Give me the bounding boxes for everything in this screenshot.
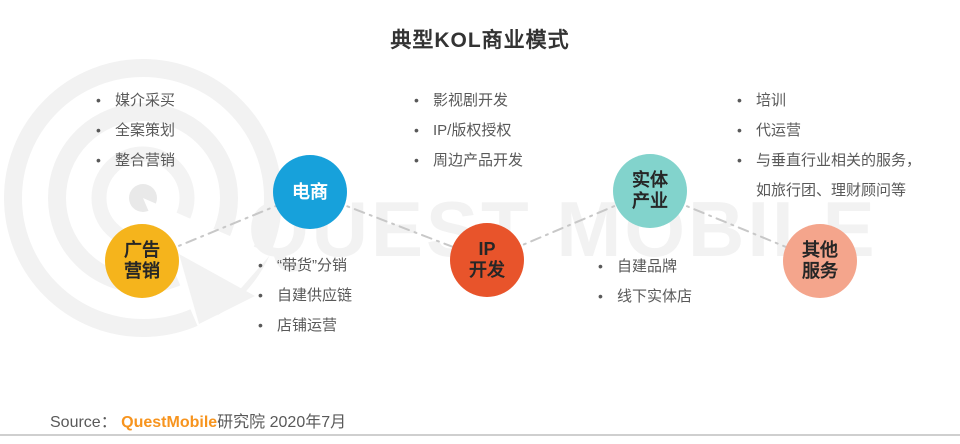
node-label: 其他 服务 [802,240,838,281]
list-item: IP/版权授权 [414,121,523,140]
list-item: 整合营销 [96,151,175,170]
list-item: 店铺运营 [258,316,352,335]
list-item: 线下实体店 [598,287,692,306]
list-other-services: 培训 代运营 与垂直行业相关的服务， 如旅行团、理财顾问等 [737,91,921,212]
node-label: 实体 产业 [632,170,668,211]
source-line: Source： QuestMobile研究院 2020年7月 [50,408,346,432]
source-rest: 研究院 2020年7月 [217,414,347,431]
node-ip-development: IP 开发 [450,223,524,297]
list-item: 自建品牌 [598,257,692,276]
bottom-divider [0,434,960,436]
list-item: 影视剧开发 [414,91,523,110]
page-title: 典型KOL商业模式 [390,29,570,52]
list-item: 全案策划 [96,121,175,140]
list-item: 周边产品开发 [414,151,523,170]
list-item: 媒介采买 [96,91,175,110]
list-item: 代运营 [737,121,921,140]
list-ad-marketing: 媒介采买 全案策划 整合营销 [96,91,175,182]
node-label: 广告 营销 [124,240,160,281]
node-physical-industry: 实体 产业 [613,154,687,228]
node-label: IP 开发 [469,239,505,280]
list-item: “带货”分销 [258,256,352,275]
list-ip-development: 影视剧开发 IP/版权授权 周边产品开发 [414,91,523,182]
source-brand: QuestMobile [121,414,218,431]
node-other-services: 其他 服务 [783,224,857,298]
list-ecommerce: “带货”分销 自建供应链 店铺运营 [258,256,352,347]
list-item: 与垂直行业相关的服务， [737,151,921,170]
node-ecommerce: 电商 [273,155,347,229]
list-item-continuation: 如旅行团、理财顾问等 [756,182,907,199]
source-label: Source： [50,414,117,431]
list-physical-industry: 自建品牌 线下实体店 [598,257,692,318]
node-ad-marketing: 广告 营销 [105,224,179,298]
node-label: 电商 [292,181,328,202]
list-item: 自建供应链 [258,286,352,305]
list-item: 培训 [737,91,921,110]
